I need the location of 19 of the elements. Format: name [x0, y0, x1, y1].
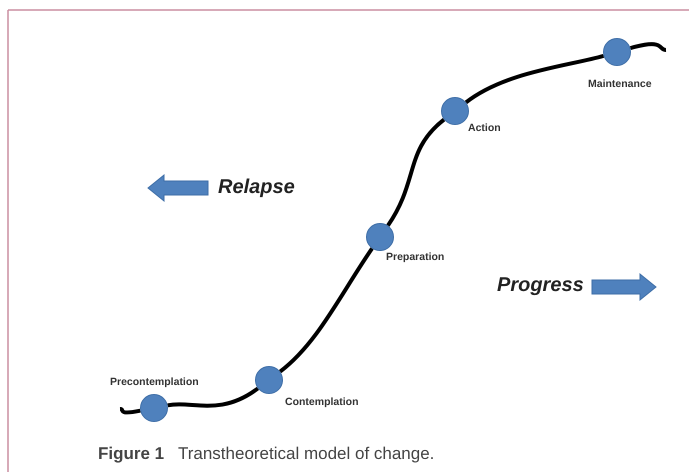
curve-line — [120, 407, 141, 414]
figure-caption: Figure 1 Transtheoretical model of change. — [98, 444, 434, 464]
stage-label: Maintenance — [588, 78, 652, 90]
stage-label: Preparation — [386, 251, 444, 263]
curve-line — [464, 54, 604, 104]
curve-line — [630, 42, 666, 52]
stage-circle — [140, 394, 168, 422]
direction-label: Progress — [497, 274, 584, 297]
stage-label: Action — [468, 122, 501, 134]
direction-label: Relapse — [218, 176, 295, 199]
stage-circle — [255, 366, 283, 394]
stage-label: Precontemplation — [110, 376, 199, 388]
stage-circle — [366, 223, 394, 251]
curve-line — [167, 386, 259, 408]
curve-line — [278, 247, 374, 374]
stage-label: Contemplation — [285, 396, 358, 408]
stage-circle — [603, 38, 631, 66]
curve-line — [386, 118, 446, 227]
stage-circle — [441, 97, 469, 125]
